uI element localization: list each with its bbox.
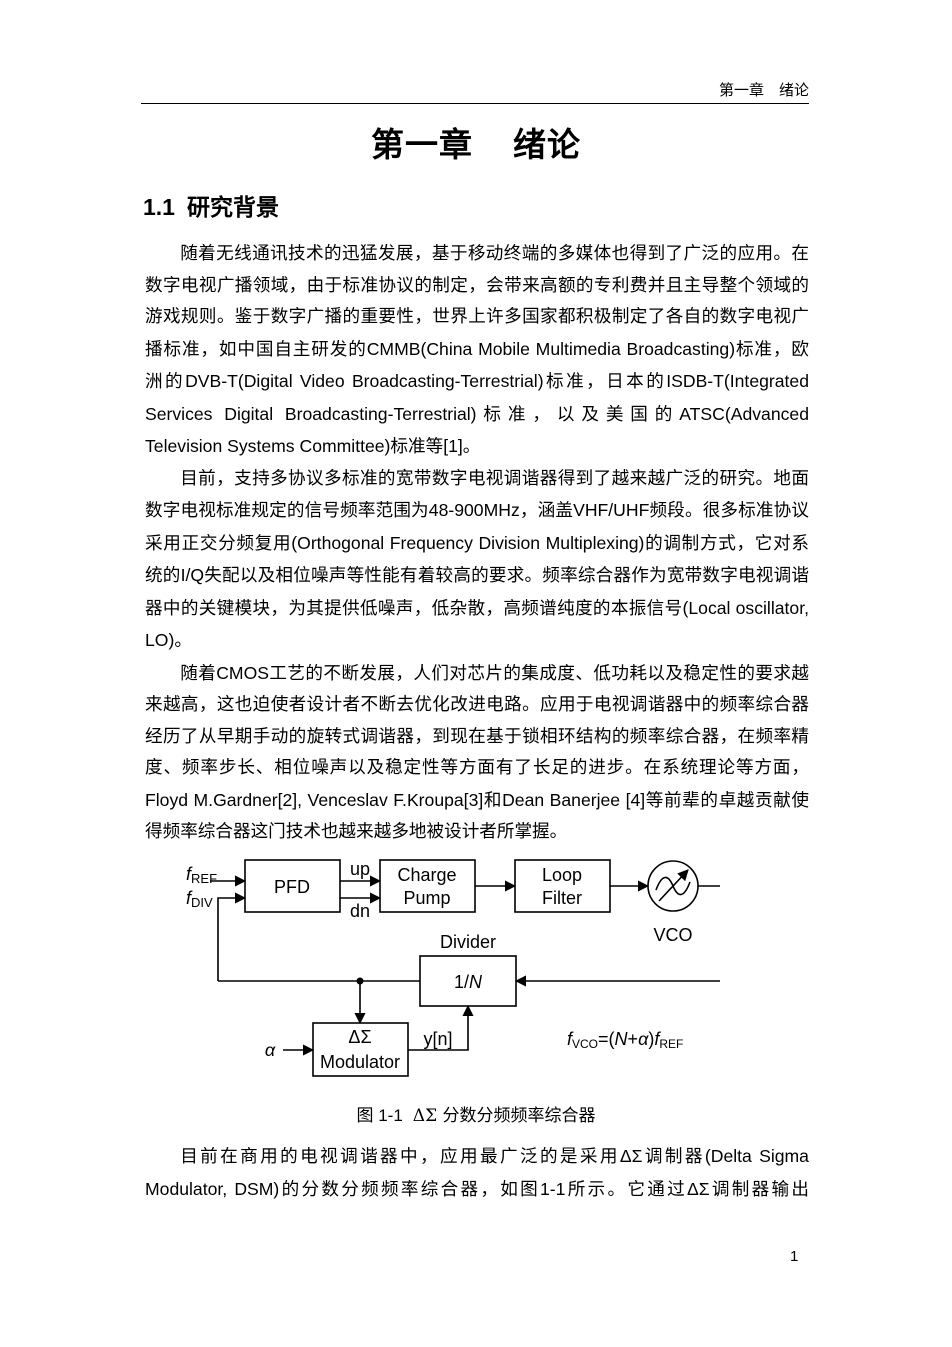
dsm-label-2: Modulator bbox=[320, 1052, 400, 1072]
pll-block-diagram: PFD Charge Pump Loop Filter VCO Divider … bbox=[186, 859, 720, 1077]
section-number: 1.1 bbox=[143, 194, 175, 220]
yn-arrow bbox=[408, 1004, 474, 1051]
up-label: up bbox=[350, 859, 370, 879]
charge-pump-label-2: Pump bbox=[403, 888, 450, 908]
chapter-title-number: 第一章 bbox=[371, 125, 473, 164]
body-text-upper: 随着无线通讯技术的迅猛发展，基于移动终端的多媒体也得到了广泛的应用。在数字电视广… bbox=[145, 239, 809, 849]
pfd-label: PFD bbox=[274, 877, 310, 897]
figure-caption: 图 1-1 ΔΣ 分数分频频率综合器 bbox=[0, 1101, 952, 1126]
charge-pump-label: Charge bbox=[397, 865, 456, 885]
vco-to-divider-arrow bbox=[514, 975, 720, 987]
section-title: 研究背景 bbox=[186, 194, 279, 221]
yn-label: y[n] bbox=[423, 1029, 452, 1049]
loop-filter-label-2: Filter bbox=[542, 888, 582, 908]
divider-output-node bbox=[356, 977, 364, 985]
divider-label: Divider bbox=[440, 932, 496, 952]
chapter-title: 第一章 绪论 bbox=[0, 118, 952, 166]
paragraph-2: 目前，支持多协议多标准的宽带数字电视调谐器得到了越来越广泛的研究。地面数字电视标… bbox=[145, 468, 809, 652]
figure-caption-text: ΔΣ 分数分频频率综合器 bbox=[412, 1106, 596, 1126]
section-heading: 1.1 研究背景 bbox=[143, 188, 279, 222]
paragraph-3: 随着CMOS工艺的不断发展，人们对芯片的集成度、低功耗以及稳定性的要求越来越高，… bbox=[145, 662, 809, 843]
alpha-label: α bbox=[265, 1040, 276, 1060]
vco-label: VCO bbox=[653, 925, 692, 945]
paragraph-4: 目前在商用的电视调谐器中，应用最广泛的是采用ΔΣ调制器(Delta Sigma … bbox=[145, 1146, 809, 1200]
figure-caption-label: 图 1-1 bbox=[356, 1106, 403, 1125]
fdiv-arrow bbox=[217, 892, 247, 981]
paragraph-1: 随着无线通讯技术的迅猛发展，基于移动终端的多媒体也得到了广泛的应用。在数字电视广… bbox=[145, 244, 809, 457]
body-text-lower: 目前在商用的电视调谐器中，应用最广泛的是采用ΔΣ调制器(Delta Sigma … bbox=[145, 1141, 809, 1206]
dsm-label: ΔΣ bbox=[348, 1027, 371, 1047]
divider-value: 1/N bbox=[454, 972, 483, 992]
page-number: 1 bbox=[790, 1248, 799, 1265]
loop-filter-label: Loop bbox=[542, 865, 582, 885]
chapter-title-name: 绪论 bbox=[513, 125, 581, 164]
fref-label: fREF bbox=[186, 864, 217, 886]
fdiv-label: fDIV bbox=[186, 888, 213, 910]
vco-tune-arrow bbox=[658, 869, 689, 902]
frequency-equation: fVCO=(N+α)fREF bbox=[567, 1029, 683, 1051]
dn-label: dn bbox=[350, 901, 370, 921]
running-header: 第一章 绪论 bbox=[141, 79, 809, 104]
